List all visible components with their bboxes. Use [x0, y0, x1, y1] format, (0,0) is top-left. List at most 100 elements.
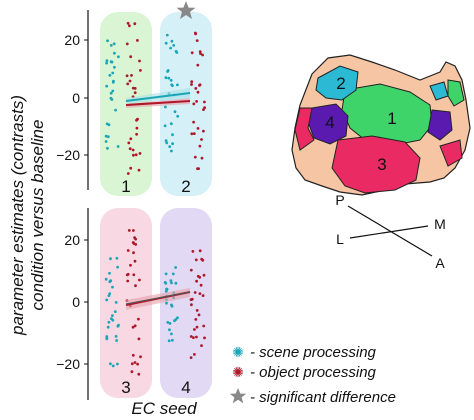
object-dot [128, 147, 132, 151]
scene-dot [113, 65, 116, 69]
object-dot [136, 117, 139, 121]
scene-dot [113, 51, 116, 55]
object-dot [195, 279, 199, 283]
top-tick-label-0: 0 [72, 90, 80, 106]
scene-dot [114, 108, 117, 112]
object-dot [126, 172, 130, 175]
scene-dot [117, 55, 120, 59]
object-dot [198, 144, 202, 148]
orientation-cross: P M L A [335, 192, 446, 271]
scene-dot [167, 76, 171, 80]
orientation-m-label: M [434, 216, 446, 232]
object-dot [126, 82, 130, 86]
legend: ✺ - scene processing ✺ - object processi… [229, 344, 396, 406]
object-dot [137, 168, 141, 172]
orientation-lm-line [349, 225, 429, 239]
scene-dot [109, 91, 113, 95]
scene-dot [170, 281, 173, 285]
scene-regression-line-top [125, 92, 191, 102]
object-dot [193, 353, 196, 356]
scene-dot [111, 314, 114, 317]
legend-object-marker-icon: ✺ [232, 364, 244, 380]
brain-region-purple-right [427, 109, 453, 141]
scene-dot [170, 149, 173, 153]
scene-dot [112, 79, 115, 83]
scene-dot [168, 328, 171, 332]
orientation-p-label: P [335, 192, 344, 208]
brain-illustration: 1 2 3 4 [291, 54, 471, 196]
scene-dot [165, 301, 168, 305]
object-dot [190, 132, 194, 136]
object-dot [138, 59, 141, 63]
scene-dot [164, 272, 168, 276]
object-dot [129, 166, 133, 170]
top-plot: 20 0 −20 1 2 [56, 1, 212, 196]
object-dot [137, 317, 140, 321]
object-dot [192, 120, 196, 124]
scene-dot [116, 265, 119, 269]
legend-object-label: - object processing [250, 364, 377, 381]
object-dot [192, 336, 195, 339]
scene-dot [164, 41, 168, 45]
brain-region-1-label: 1 [387, 109, 396, 128]
object-dot [136, 39, 139, 42]
scene-dot [167, 339, 171, 343]
brain-region-green-right [447, 79, 465, 107]
scene-dot [106, 39, 109, 43]
scene-dot [106, 146, 109, 150]
object-dot [202, 129, 205, 133]
object-dot [190, 80, 194, 84]
significance-star-icon [176, 1, 196, 19]
object-dot [133, 259, 137, 263]
object-dot [125, 42, 129, 46]
scene-dot [164, 281, 168, 285]
scene-dot [106, 135, 110, 139]
scene-dot [113, 310, 117, 313]
object-dot [193, 155, 197, 159]
scene-dot [174, 50, 178, 53]
scene-dot [115, 339, 118, 342]
bottom-tick-label-neg20: −20 [56, 356, 80, 372]
object-dot [135, 126, 139, 130]
object-dot [195, 325, 199, 329]
object-dot [198, 249, 202, 253]
object-dot [139, 355, 142, 359]
object-dot [196, 63, 200, 67]
brain-region-pink-right [439, 139, 463, 167]
object-dot [194, 32, 198, 36]
object-dot [200, 138, 203, 141]
top-tick-label-20: 20 [64, 32, 80, 48]
object-dot [134, 153, 138, 157]
scene-dot [169, 46, 173, 50]
scene-dot [174, 281, 178, 285]
scene-dot [169, 78, 173, 82]
scene-regression-line-bottom [125, 291, 191, 305]
object-dot [190, 297, 194, 301]
object-dot [190, 303, 193, 307]
object-dot [201, 53, 205, 57]
object-dot [192, 102, 196, 106]
scene-dot [111, 364, 115, 368]
scene-dot [111, 71, 115, 75]
scene-dot [174, 266, 178, 269]
object-dot [133, 91, 137, 95]
legend-significance-label: - significant difference [250, 389, 396, 406]
object-dot [194, 318, 198, 321]
scene-dot [105, 122, 109, 126]
scene-dot [169, 279, 173, 283]
object-dot [131, 325, 135, 329]
panel-4-label: 4 [181, 378, 190, 397]
scene-dot [104, 277, 108, 281]
panel-2-label: 2 [181, 177, 190, 196]
object-dot [194, 87, 198, 90]
scene-dot [170, 332, 173, 336]
bottom-tick-label-0: 0 [72, 294, 80, 310]
scene-dot [116, 145, 120, 148]
object-dot [130, 362, 134, 366]
scene-dot [109, 362, 112, 366]
panel-3-label: 3 [121, 378, 130, 397]
scene-dot [104, 134, 108, 138]
scene-dot [164, 76, 168, 80]
scene-dot [172, 44, 176, 47]
object-dot [133, 361, 137, 364]
